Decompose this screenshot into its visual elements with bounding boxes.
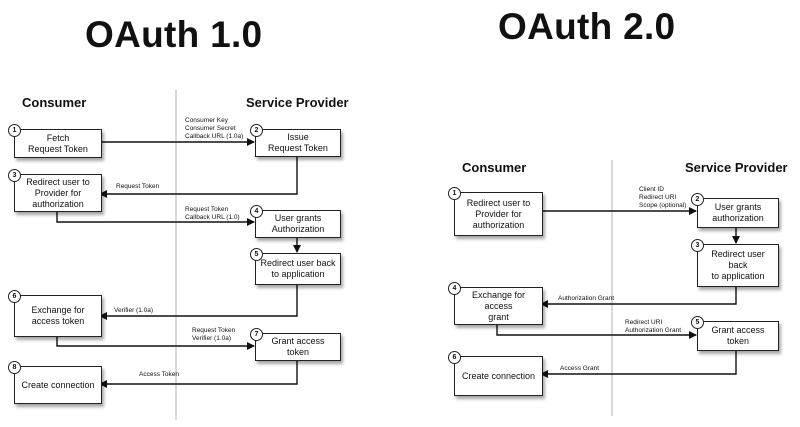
oauth2-arrow-3-4: [540, 285, 737, 308]
oauth1-msg-verifier: Verifier (1.0a): [114, 307, 154, 314]
step-number-badge: 1: [448, 187, 461, 200]
step-label: Issue Request Token: [268, 132, 328, 153]
step-number-badge: 8: [8, 361, 21, 374]
step-number-badge: 4: [250, 205, 263, 218]
oauth1-msg-request-token-callback: Request Token Callback URL (1.0): [185, 206, 240, 221]
step-label: Redirect user back to application: [260, 258, 336, 279]
oauth2-msg-client-credentials: Client ID Redirect URI Scope (optional): [639, 186, 687, 209]
oauth2-msg-access-grant: Access Grant: [560, 365, 600, 372]
step-label: Redirect user to Provider for authorizat…: [466, 197, 531, 230]
step-number-badge: 4: [448, 282, 461, 295]
oauth1-step-5-redirect-user-back: Redirect user back to application: [255, 253, 341, 285]
oauth2-step-5-grant-access-token: Grant access token: [697, 321, 779, 351]
oauth2-msg-authorization-grant: Authorization Grant: [558, 295, 615, 302]
oauth1-msg-consumer-credentials: Consumer Key Consumer Secret Callback UR…: [185, 117, 244, 140]
step-number-badge: 2: [691, 193, 704, 206]
oauth1-arrow-6-7: [56, 335, 255, 350]
oauth2-step-3-redirect-user-back: Redirect user back to application: [697, 244, 779, 287]
step-label: User grants authorization: [712, 202, 764, 223]
oauth2-provider-header: Service Provider: [685, 160, 788, 175]
oauth2-title: OAuth 2.0: [498, 6, 676, 47]
oauth1-arrow-7-8: [99, 359, 298, 388]
oauth1-msg-request-token: Request Token: [116, 183, 160, 190]
step-number-badge: 2: [250, 124, 263, 137]
oauth2-step-6-create-connection: Create connection: [454, 356, 543, 396]
step-number-badge: 6: [448, 351, 461, 364]
oauth2-arrow-5-6: [540, 349, 737, 378]
oauth1-step-4-user-grants-authorization: User grants Authorization: [255, 210, 341, 238]
oauth1-step-6-exchange-for-access-token: Exchange for access token: [14, 295, 102, 337]
step-label: Redirect user to Provider for authorizat…: [26, 176, 90, 209]
step-label: Exchange for access grant: [471, 289, 526, 322]
step-label: Grant access token: [271, 336, 325, 357]
step-number-badge: 6: [8, 290, 21, 303]
step-number-badge: 3: [691, 239, 704, 252]
step-label: Grant access token: [711, 325, 765, 346]
oauth2-step-4-exchange-for-access-grant: Exchange for access grant: [454, 287, 543, 325]
step-label: User grants Authorization: [271, 213, 325, 234]
oauth1-step-8-create-connection: Create connection: [14, 366, 102, 404]
oauth2-msg-redirect-uri-grant: Redirect URI Authorization Grant: [625, 319, 682, 334]
oauth1-step-7-grant-access-token: Grant access token: [255, 333, 341, 361]
oauth1-msg-request-token-verifier: Request Token Verifier (1.0a): [192, 327, 236, 342]
step-number-badge: 3: [8, 169, 21, 182]
step-number-badge: 1: [8, 124, 21, 137]
oauth1-arrow-2-3: [99, 155, 298, 198]
step-label: Fetch Request Token: [28, 132, 88, 154]
oauth1-arrow-3-4: [56, 210, 255, 226]
step-number-badge: 5: [250, 248, 263, 261]
oauth1-title: OAuth 1.0: [85, 14, 263, 55]
oauth1-step-3-redirect-user: Redirect user to Provider for authorizat…: [14, 174, 102, 212]
oauth1-provider-header: Service Provider: [246, 95, 349, 110]
step-label: Exchange for access token: [31, 305, 85, 326]
oauth2-arrow-4-5: [496, 323, 697, 339]
oauth2-step-1-redirect-user: Redirect user to Provider for authorizat…: [454, 192, 543, 236]
step-label: Create connection: [461, 370, 536, 381]
oauth1-step-2-issue-request-token: Issue Request Token: [255, 129, 341, 157]
step-number-badge: 7: [250, 328, 263, 341]
oauth1-arrow-5-6: [99, 283, 298, 320]
oauth1-consumer-header: Consumer: [22, 95, 87, 110]
oauth1-msg-access-token: Access Token: [139, 371, 179, 378]
step-label: Redirect user back to application: [711, 249, 765, 281]
oauth2-step-2-user-grants-authorization: User grants authorization: [697, 198, 779, 228]
step-number-badge: 5: [691, 316, 704, 329]
step-label: Create connection: [21, 379, 95, 390]
oauth1-step-1-fetch-request-token: Fetch Request Token: [14, 129, 102, 158]
oauth2-consumer-header: Consumer: [462, 160, 527, 175]
